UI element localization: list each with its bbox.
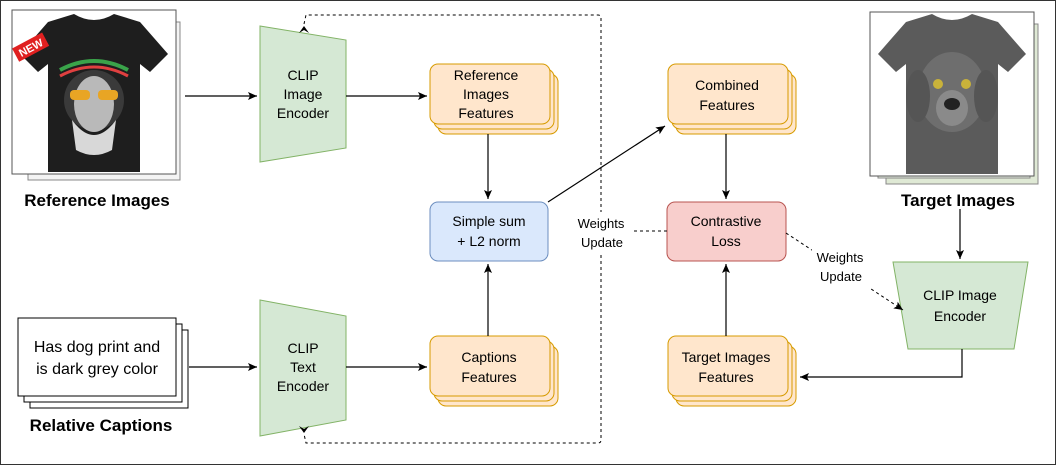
black-tshirt-image — [20, 14, 168, 172]
clip-text-encoder-line-2: Text — [290, 359, 316, 375]
solid-edges — [185, 92, 964, 381]
caption-line-1: Has dog print and — [34, 339, 160, 356]
clip-text-encoder: CLIP Text Encoder — [259, 299, 347, 437]
grey-dog-tshirt-image — [878, 14, 1026, 174]
weights-update-right-line-1: Weights — [817, 250, 864, 265]
simple-sum-line-1: Simple sum — [452, 213, 525, 229]
weights-update-label-left: Weights Update — [570, 212, 634, 252]
reference-features-stack: Reference Images Features — [429, 63, 559, 135]
weights-update-left-line-2: Update — [581, 235, 623, 250]
weights-update-left-line-1: Weights — [578, 216, 625, 231]
target-features-stack: Target Images Features — [667, 335, 797, 407]
contrastive-loss-node: Contrastive Loss — [666, 201, 787, 262]
reference-features-line-3: Features — [458, 105, 513, 121]
reference-image-stack: NEW — [11, 9, 181, 181]
target-image-stack — [869, 11, 1039, 185]
captions-features-stack: Captions Features — [429, 335, 559, 407]
arrowhead-top-encoder — [299, 26, 309, 33]
reference-features-line-2: Images — [463, 86, 509, 102]
clip-text-encoder-line-3: Encoder — [277, 378, 329, 394]
caption-line-2: is dark grey color — [36, 361, 158, 378]
clip-image-encoder-left-line-1: CLIP — [287, 67, 318, 83]
clip-image-encoder-right: CLIP Image Encoder — [892, 261, 1029, 350]
contrastive-loss-line-1: Contrastive — [691, 213, 762, 229]
edge-sum-to-combined — [547, 125, 666, 203]
edge-loss-to-right-encoder — [785, 232, 904, 311]
contrastive-loss-line-2: Loss — [711, 233, 741, 249]
caption-stack: Has dog print and is dark grey color — [17, 317, 189, 409]
weights-update-right-line-2: Update — [820, 269, 862, 284]
clip-image-encoder-left-line-2: Image — [284, 86, 323, 102]
relative-captions-label: Relative Captions — [30, 416, 173, 435]
simple-sum-node: Simple sum + L2 norm — [429, 201, 549, 262]
clip-image-encoder-right-line-1: CLIP Image — [923, 287, 997, 303]
clip-image-encoder-left: CLIP Image Encoder — [259, 25, 347, 163]
arrowhead-bottom-encoder — [299, 426, 309, 433]
captions-features-line-1: Captions — [461, 349, 516, 365]
target-features-line-1: Target Images — [682, 349, 771, 365]
combined-features-line-2: Features — [699, 97, 754, 113]
combined-features-stack: Combined Features — [667, 63, 797, 135]
clip-image-encoder-left-line-3: Encoder — [277, 105, 329, 121]
combined-features-line-1: Combined — [695, 77, 759, 93]
captions-features-line-2: Features — [461, 369, 516, 385]
simple-sum-line-2: + L2 norm — [457, 233, 520, 249]
weights-update-label-right: Weights Update — [812, 248, 870, 288]
reference-images-label: Reference Images — [24, 191, 170, 210]
target-images-label: Target Images — [901, 191, 1015, 210]
reference-features-line-1: Reference — [454, 67, 519, 83]
clip-image-encoder-right-line-2: Encoder — [934, 308, 986, 324]
clip-text-encoder-line-1: CLIP — [287, 340, 318, 356]
edge-encoder-to-targetfeat — [800, 349, 963, 381]
target-features-line-2: Features — [698, 369, 753, 385]
